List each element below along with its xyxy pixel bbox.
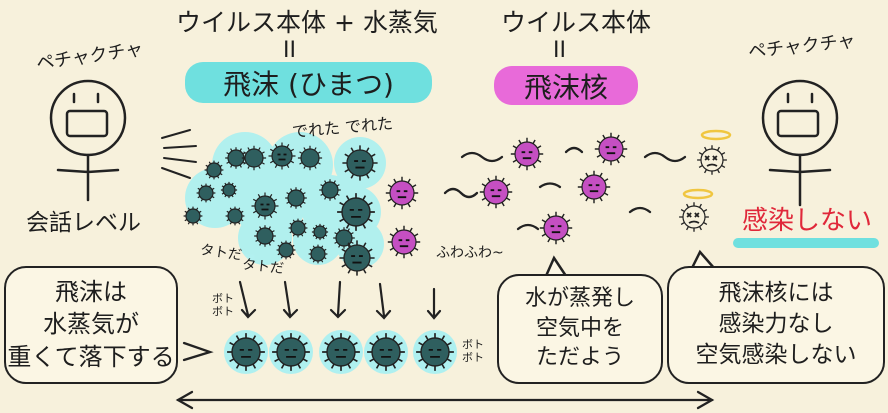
droplet-equals: II <box>283 38 296 63</box>
thud-label-2: ボト ボト <box>462 338 484 365</box>
inactive-virus <box>697 145 727 175</box>
pointer-arrow <box>182 341 214 362</box>
droplet-fall-line-1: 飛沫は <box>55 278 127 306</box>
left-person <box>49 79 127 202</box>
droplet-fall-note: 飛沫は 水蒸気が 重くて落下する <box>4 266 178 384</box>
fallen-droplet-virus <box>322 333 360 371</box>
droplet-virus <box>339 240 375 276</box>
drip-label-2: タトだ <box>241 256 285 278</box>
droplet-fall-line-2: 水蒸気が <box>43 310 139 339</box>
nucleus-pill-text: 飛沫核 <box>523 70 608 104</box>
droplet-virus <box>183 206 203 226</box>
nucleus-note: 飛沫核には 感染力なし 空気感染しない <box>667 266 885 384</box>
droplet-virus <box>225 206 245 226</box>
droplet-virus <box>288 218 308 238</box>
droplet-virus <box>254 225 276 247</box>
nucleus-virus <box>539 211 573 245</box>
droplet-virus <box>204 160 224 180</box>
halo-icons <box>682 129 732 200</box>
evaporation-line-3: ただよう <box>535 345 624 371</box>
droplet-virus <box>337 193 375 231</box>
nucleus-virus <box>479 175 513 209</box>
evaporation-line-2: 空気中を <box>535 315 624 341</box>
thud-label-1: ボト ボト <box>212 292 234 319</box>
speech-lines <box>161 129 197 179</box>
droplet-virus <box>308 244 328 264</box>
nucleus-line-1: 飛沫核には <box>718 280 834 306</box>
drift-lines <box>443 146 687 231</box>
nucleus-virus <box>387 225 421 259</box>
nucleus-virus <box>594 132 628 166</box>
no-infection-label: 感染しない <box>742 206 873 236</box>
fall-arrows <box>238 280 442 320</box>
nucleus-virus <box>577 170 611 204</box>
fallen-droplet-virus <box>367 333 405 371</box>
callout-tails <box>544 249 715 277</box>
droplet-pill-text: 飛沫 (ひまつ) <box>223 67 394 101</box>
evaporation-note: 水が蒸発し 空気中を ただよう <box>497 274 663 384</box>
conversation-level-label: 会話レベル <box>26 210 141 236</box>
fallen-droplet-virus <box>227 333 265 371</box>
droplet-virus <box>276 240 296 260</box>
nucleus-pill: 飛沫核 <box>494 66 638 105</box>
droplet-virus <box>196 183 216 203</box>
droplet-virus <box>251 192 279 220</box>
fallen-droplet-virus <box>416 333 454 371</box>
right-person <box>761 79 839 207</box>
droplet-virus <box>285 187 307 209</box>
nucleus-equals: II <box>553 38 566 63</box>
droplet-virus <box>268 142 296 170</box>
nucleus-virus <box>510 137 544 171</box>
droplet-virus <box>241 145 267 171</box>
fallen-droplet-virus <box>272 333 310 371</box>
nucleus-virus <box>385 176 419 210</box>
droplet-virus <box>311 223 329 241</box>
float-label: ふわふわ~ <box>436 245 504 261</box>
droplet-virus <box>342 145 378 181</box>
bottom-double-arrow <box>175 390 715 410</box>
droplet-virus <box>297 145 323 171</box>
droplet-virus <box>220 181 238 199</box>
evaporation-line-1: 水が蒸発し <box>524 286 635 311</box>
droplet-pill: 飛沫 (ひまつ) <box>185 62 432 103</box>
no-infection-underline <box>733 238 879 248</box>
nucleus-line-2: 感染力なし <box>718 311 834 338</box>
droplet-virus <box>319 179 341 201</box>
nucleus-line-3: 空気感染しない <box>695 342 857 369</box>
droplet-virus <box>333 227 355 249</box>
inactive-virus <box>679 202 709 232</box>
nucleus-composition-label: ウイルス本体 <box>501 8 652 37</box>
droplet-composition-label: ウイルス本体 + 水蒸気 <box>176 8 438 37</box>
droplet-fall-line-3: 重くて落下する <box>7 342 175 371</box>
